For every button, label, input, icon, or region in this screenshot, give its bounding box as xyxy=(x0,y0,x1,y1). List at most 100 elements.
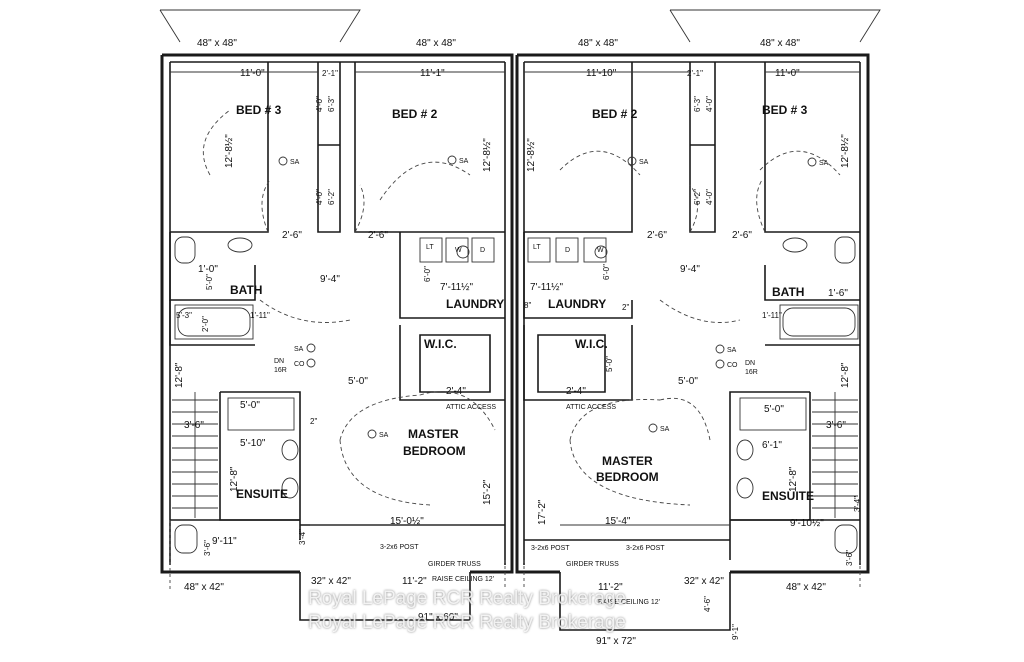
window-label: 48" x 42" xyxy=(786,582,826,593)
stair-risers-label: 16R xyxy=(745,369,758,376)
dimension-label: 2" xyxy=(622,303,629,312)
dimension-label: 5'-0" xyxy=(678,376,698,387)
dimension-label: 12'-8½" xyxy=(526,138,537,172)
girder-truss-label: GIRDER TRUSS xyxy=(566,561,619,568)
laundry-appliances-left xyxy=(419,237,495,263)
attic-access-label: ATTIC ACCESS xyxy=(566,404,616,411)
dimension-label: 15'-2" xyxy=(482,479,493,505)
dimension-label: 17'-2" xyxy=(537,499,548,525)
bath-fixtures-left xyxy=(174,236,299,554)
dimension-label: 12'-8" xyxy=(788,466,799,492)
smoke-alarm-label: SA xyxy=(294,346,304,353)
raise-ceiling-label: RAISE CEILING 12' xyxy=(432,576,494,583)
stair-risers-label: 16R xyxy=(274,367,287,374)
dimension-label: 7'-11½" xyxy=(530,282,564,293)
laundry-appliances-right xyxy=(527,237,608,263)
roof-outline xyxy=(159,9,881,43)
dimension-label: 2'-4" xyxy=(446,386,466,397)
window-label: 91" x 60" xyxy=(418,612,458,623)
smoke-alarm-icons xyxy=(278,155,817,439)
room-label-master-right-2: BEDROOM xyxy=(596,470,659,484)
window-label: 91" x 72" xyxy=(596,636,636,647)
room-label-master-left-2: BEDROOM xyxy=(403,444,466,458)
smoke-alarm-label: SA xyxy=(639,159,649,166)
window-label: 32" x 42" xyxy=(684,576,724,587)
dimension-label: 6'-3" xyxy=(327,96,336,112)
dimension-label: 2'-6" xyxy=(732,230,752,241)
room-label-bed3-left: BED # 3 xyxy=(236,103,282,117)
room-label-laundry-right: LAUNDRY xyxy=(548,297,606,311)
stair-down-label: DN xyxy=(274,358,284,365)
dimension-label: 2'-1" xyxy=(322,69,338,78)
smoke-alarm-label: SA xyxy=(379,432,389,439)
room-label-laundry-left: LAUNDRY xyxy=(446,297,504,311)
room-label-bath-left: BATH xyxy=(230,283,262,297)
dimension-label: 2'-6" xyxy=(647,230,667,241)
dimension-label: 11'-2" xyxy=(598,582,623,593)
window-label: 48" x 48" xyxy=(416,38,456,49)
window-label: 48" x 48" xyxy=(760,38,800,49)
dimension-label: 5'-0" xyxy=(764,404,784,415)
dimension-label: 5'-0" xyxy=(205,274,214,290)
dimension-label: 12'-8½" xyxy=(224,134,235,168)
dimension-label: 11'-0" xyxy=(775,68,800,79)
bath-fixtures-right xyxy=(736,236,859,554)
dimension-label: 9'-1" xyxy=(731,624,740,640)
raise-ceiling-label: RAISE CEILING 12' xyxy=(598,599,660,606)
dimension-label: 9'-11" xyxy=(212,536,237,547)
dimension-label: 11'-1" xyxy=(420,68,445,79)
exterior-walls xyxy=(160,53,870,631)
room-label-bath-right: BATH xyxy=(772,285,804,299)
dimension-label: 5'-0" xyxy=(348,376,368,387)
co-alarm-label: CO xyxy=(294,361,305,368)
dimension-label: 4'-0" xyxy=(705,189,714,205)
dimension-label: 6'-1" xyxy=(762,440,782,451)
room-label-bed2-right: BED # 2 xyxy=(592,107,638,121)
dimension-label: 6'-0" xyxy=(423,266,432,282)
dimension-label: 3'-6" xyxy=(203,540,212,556)
dimension-label: 1'-0" xyxy=(198,264,218,275)
dimension-label: 15'-4" xyxy=(605,516,631,527)
dimension-label: 11'-2" xyxy=(402,576,427,587)
dimension-label: 1'-11" xyxy=(250,311,270,320)
dryer-label: D xyxy=(565,247,570,254)
dimension-label: 9'-4" xyxy=(680,264,700,275)
laundry-tub-label: LT xyxy=(426,244,434,251)
dimension-label: 12'-8" xyxy=(229,466,240,492)
washer-label: W xyxy=(455,247,462,254)
dimension-label: 8" xyxy=(524,301,531,310)
stairs-right xyxy=(812,392,858,518)
dimension-label: 2'-1" xyxy=(687,69,703,78)
watermark-line-2: Royal LePage RCR Realty Brokerage xyxy=(308,612,626,633)
dimension-label: 1'-11" xyxy=(762,311,782,320)
room-label-wic-left: W.I.C. xyxy=(424,337,457,351)
dimension-label: 2'-6" xyxy=(282,230,302,241)
dimension-label: 3'-6" xyxy=(845,550,854,566)
dimension-label: 12'-8½" xyxy=(482,138,493,172)
laundry-tub-label: LT xyxy=(533,244,541,251)
dimension-label: 5'-3" xyxy=(176,311,192,320)
dimension-label: 4'-0" xyxy=(315,189,324,205)
dimension-label: 4'-0" xyxy=(705,96,714,112)
smoke-alarm-label: SA xyxy=(459,158,469,165)
dimension-label: 9'-10½" xyxy=(790,518,824,529)
attic-access-label: ATTIC ACCESS xyxy=(446,404,496,411)
room-label-wic-right: W.I.C. xyxy=(575,337,608,351)
room-label-ensuite-left: ENSUITE xyxy=(236,487,288,501)
dimension-label: 4'-6" xyxy=(703,596,712,612)
dimension-label: 2'-0" xyxy=(201,316,210,332)
post-label: 3-2x6 POST xyxy=(531,545,570,552)
stairs-left xyxy=(172,392,218,518)
dimension-label: 4'-0" xyxy=(315,96,324,112)
dimension-label: 3'-6" xyxy=(184,420,204,431)
post-label: 3-2x6 POST xyxy=(626,545,665,552)
door-swings xyxy=(202,109,841,506)
post-label: 3-2x6 POST xyxy=(380,544,419,551)
room-label-bed2-left: BED # 2 xyxy=(392,107,438,121)
dimension-label: 6'-2" xyxy=(327,189,336,205)
smoke-alarm-label: SA xyxy=(727,347,737,354)
dimension-label: 11'-10" xyxy=(586,68,617,79)
dimension-label: 12'-8½" xyxy=(840,134,851,168)
dimension-label: 12'-8" xyxy=(174,362,185,388)
dimension-label: 6'-3" xyxy=(693,96,702,112)
